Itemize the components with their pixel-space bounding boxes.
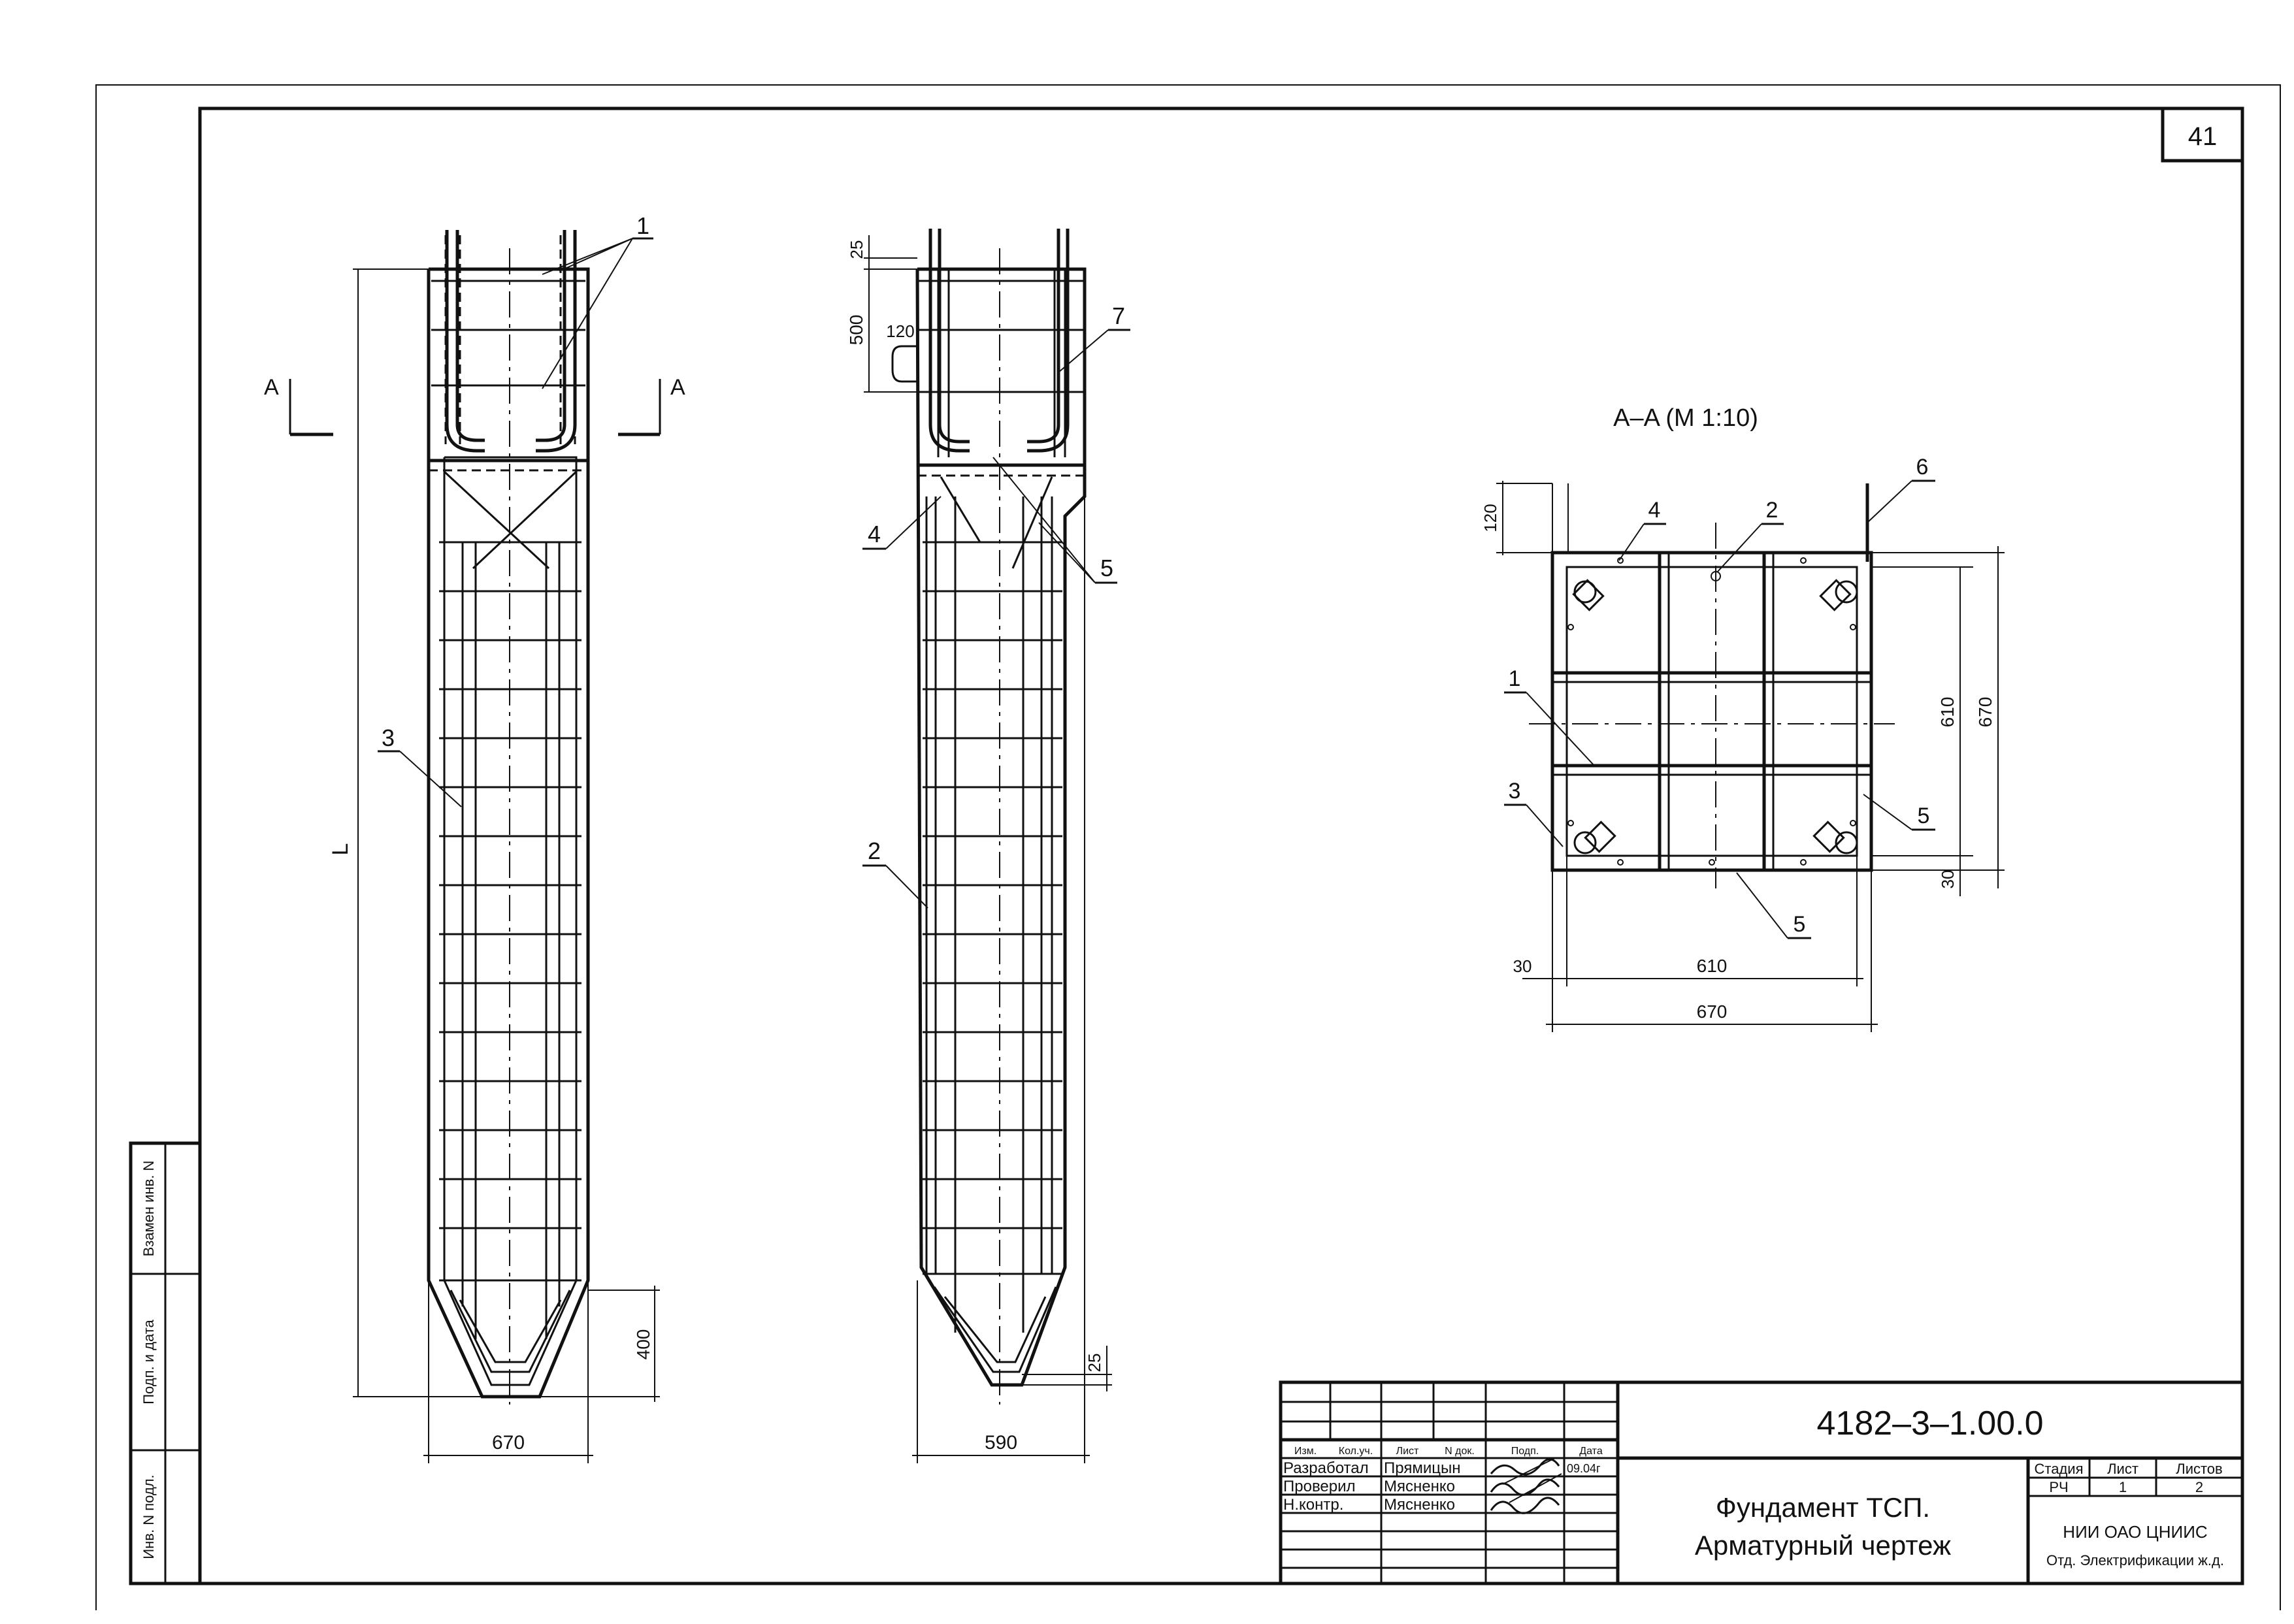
tb-row-role: Проверил <box>1283 1478 1356 1495</box>
section-callout-1: 1 <box>1509 666 1521 691</box>
middle-stirrups <box>923 541 1062 1275</box>
stamp-inv-orig: Инв. N подл. <box>140 1474 157 1559</box>
middle-width-label: 590 <box>985 1432 1017 1453</box>
left-stirrups <box>439 541 582 1282</box>
middle-callout-5: 5 <box>1100 555 1113 581</box>
side-stamp: Взамен инв. N Подп. и дата Инв. N подл. <box>129 1141 202 1585</box>
middle-callout-7: 7 <box>1112 302 1125 329</box>
section-callout-3: 3 <box>1509 779 1521 804</box>
left-section-mark-right: A <box>670 375 685 400</box>
middle-callout-4: 4 <box>868 521 881 547</box>
section-title: A–A (M 1:10) <box>1613 404 1758 432</box>
middle-loop-offset: 120 <box>886 321 914 341</box>
tb-org-line1: НИИ ОАО ЦНИИС <box>2063 1522 2207 1542</box>
tb-row-name: Мясненко <box>1384 1478 1455 1495</box>
sheet-frame <box>95 84 2281 1610</box>
stamp-sign-date: Подп. и дата <box>140 1319 157 1404</box>
section-dim-bottom-30: 30 <box>1513 956 1532 976</box>
section-callout-6: 6 <box>1916 455 1929 479</box>
left-view: A A 1 3 L 670 400 <box>264 212 685 1463</box>
tb-sheets-label: Листов <box>2176 1461 2222 1477</box>
left-width-label: 670 <box>492 1432 525 1453</box>
left-length-label: L <box>328 843 353 856</box>
tb-header-sign: Подп. <box>1511 1446 1539 1457</box>
middle-top-offset: 25 <box>847 240 866 259</box>
section-dim-bottom-610: 610 <box>1697 956 1728 976</box>
tb-header-change: Изм. <box>1294 1446 1317 1457</box>
section-dim-120: 120 <box>1481 504 1500 532</box>
middle-callout-2: 2 <box>868 837 881 864</box>
title-block: Изм. Кол.уч. Лист N док. Подп. Дата Разр… <box>1279 1380 2244 1585</box>
section-rod-dots <box>1567 557 1856 866</box>
signature-marks <box>1490 1457 1562 1514</box>
tb-description-line2: Арматурный чертеж <box>1695 1530 1951 1561</box>
section-dim-right-610: 610 <box>1937 697 1958 728</box>
tb-row-name: Мясненко <box>1384 1496 1455 1514</box>
tb-header-docnum: N док. <box>1445 1446 1475 1457</box>
section-callout-2: 2 <box>1766 498 1778 523</box>
left-section-mark-left: A <box>264 375 279 400</box>
stamp-replace-inv: Взамен инв. N <box>140 1161 157 1257</box>
tb-document-code: 4182–3–1.00.0 <box>1816 1405 2043 1442</box>
section-dim-bottom-670: 670 <box>1697 1001 1728 1022</box>
tb-stage-value: РЧ <box>2049 1479 2068 1495</box>
tb-header-date: Дата <box>1579 1446 1603 1457</box>
section-callout-5-bottom: 5 <box>1794 912 1806 937</box>
tb-sheet-value: 1 <box>2119 1479 2127 1495</box>
section-dim-right-670: 670 <box>1975 697 1995 728</box>
tb-row-role: Разработал <box>1283 1459 1369 1477</box>
tb-header-sheet: Лист <box>1396 1446 1419 1457</box>
left-tip-height: 400 <box>633 1329 653 1360</box>
middle-view: 25 500 120 7 4 5 2 25 590 <box>846 229 1130 1463</box>
tb-row-name: Прямицын <box>1384 1459 1460 1477</box>
left-callout-3: 3 <box>382 724 395 751</box>
tb-row-date: 09.04г <box>1567 1462 1601 1475</box>
sheet-number: 41 <box>2188 122 2218 151</box>
section-view: A–A (M 1:10) <box>1481 404 2005 1032</box>
section-callout-4: 4 <box>1648 498 1661 523</box>
section-callout-5-right: 5 <box>1918 804 1930 828</box>
middle-loop-height: 500 <box>846 315 866 346</box>
sheet-number-box: 41 <box>2161 106 2244 163</box>
left-callout-1: 1 <box>636 212 649 239</box>
tb-sheets-value: 2 <box>2195 1479 2203 1495</box>
tb-stage-label: Стадия <box>2035 1461 2084 1477</box>
middle-bottom-offset: 25 <box>1085 1354 1104 1372</box>
tb-sheet-label: Лист <box>2107 1461 2138 1477</box>
tb-description-line1: Фундамент ТСП. <box>1716 1492 1930 1523</box>
tb-org-line2: Отд. Электрификации ж.д. <box>2046 1552 2224 1568</box>
section-dim-right-30: 30 <box>1938 870 1958 889</box>
tb-row-role: Н.контр. <box>1283 1496 1343 1514</box>
tb-header-count: Кол.уч. <box>1339 1446 1373 1457</box>
